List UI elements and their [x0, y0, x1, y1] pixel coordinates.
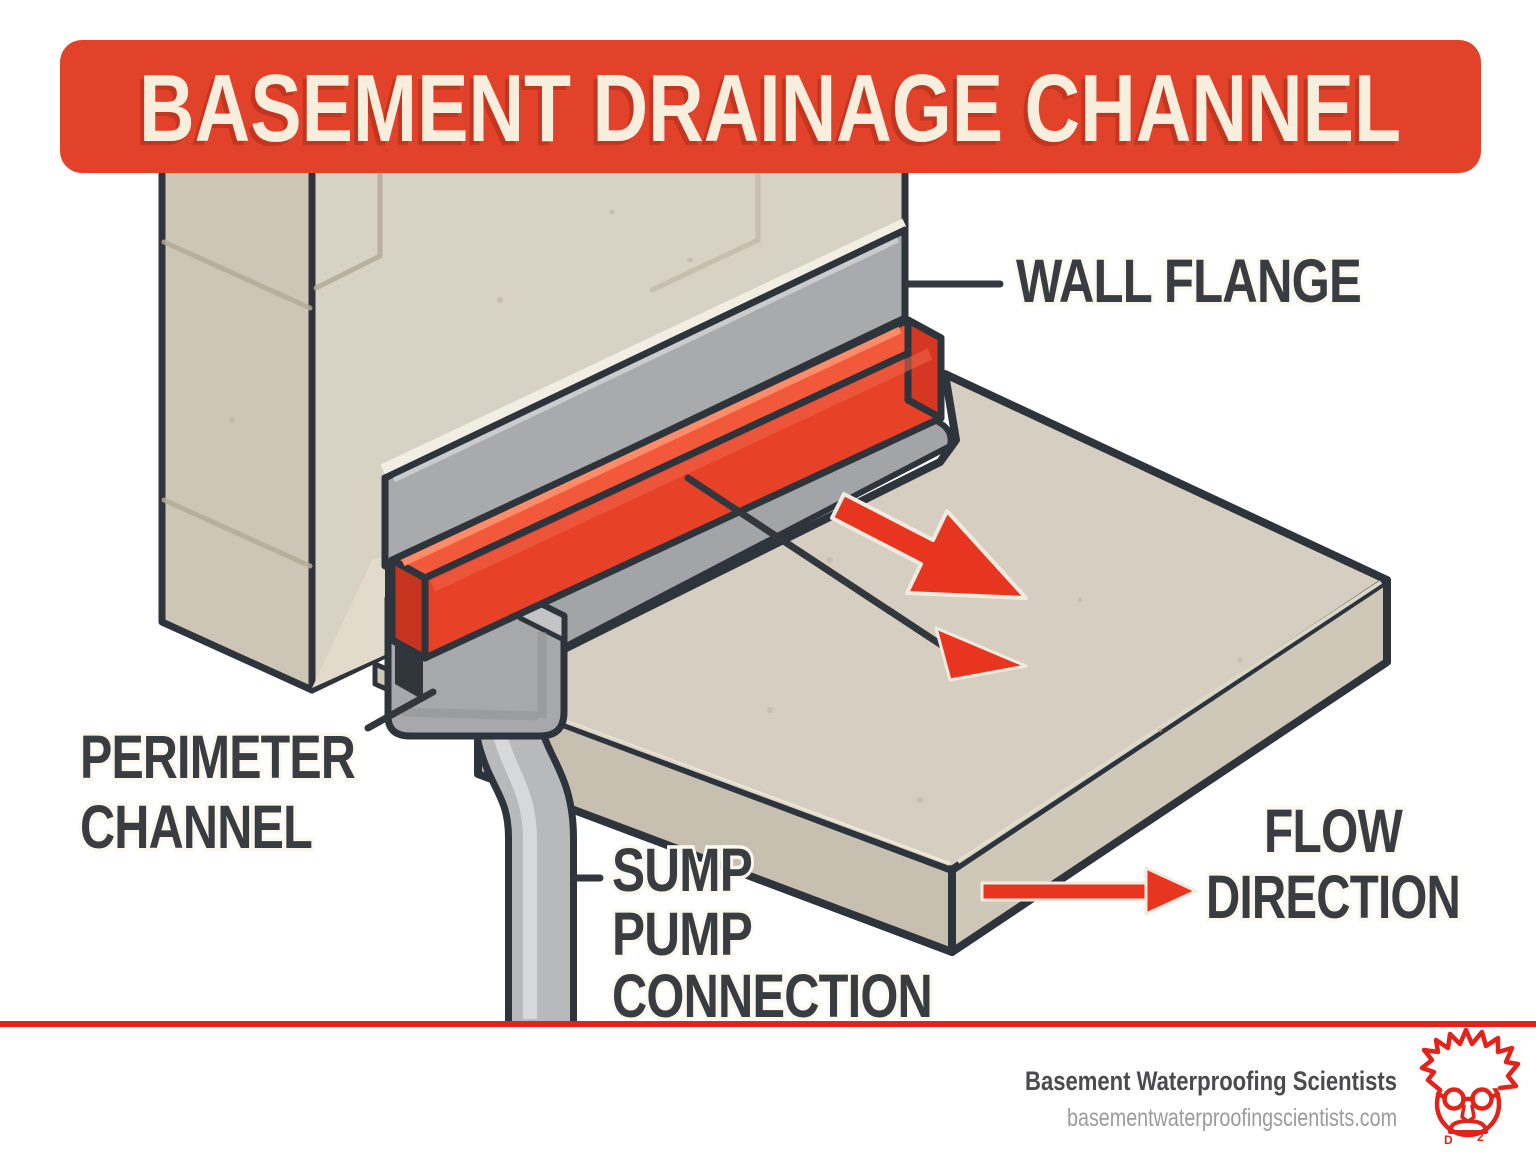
wall-cut-sliver [312, 556, 385, 688]
channel-top-highlight [401, 326, 902, 567]
slab-right-face [948, 576, 1391, 956]
label-sump-line1: SUMP [612, 836, 752, 904]
channel-front-highlight [430, 348, 933, 592]
wall-side-face [158, 164, 316, 694]
floor-slab [474, 370, 1391, 956]
channel-left-cap [388, 556, 429, 662]
flow-direction-arrow [980, 866, 1198, 916]
label-perimeter-line2: CHANNEL [80, 793, 312, 861]
scientist-logo-icon [1419, 1027, 1521, 1138]
leader-lines [364, 280, 1004, 882]
flow-arrow-small [934, 626, 1028, 682]
label-sump-line3: CONNECTION [612, 962, 932, 1030]
label-flow-line1: FLOW [1264, 797, 1403, 865]
footer-website: basementwaterproofingscientists.com [1067, 1104, 1397, 1132]
label-wall-flange: WALL FLANGE [1016, 247, 1361, 315]
logo-mark-left: D [1444, 1133, 1453, 1147]
title-shadow: BASEMENT DRAINAGE CHANNEL [135, 59, 1397, 166]
flow-indicators [684, 474, 1028, 682]
slab-speckles [767, 557, 1243, 803]
title-banner: BASEMENT DRAINAGE CHANNEL BASEMENT DRAIN… [60, 40, 1481, 173]
flow-leader-line [684, 474, 956, 656]
logo-mark-right: 2 [1477, 1130, 1484, 1144]
footer-divider [0, 1021, 1536, 1027]
channel-end-cap [904, 316, 945, 422]
flow-arrow-large [830, 492, 1028, 600]
footer: Basement Waterproofing Scientists baseme… [0, 1021, 1536, 1147]
label-sump-line2: PUMP [612, 900, 752, 968]
diagram-labels: WALL FLANGE PERIMETER CHANNEL SUMP PUMP … [77, 244, 1465, 1034]
page-title: BASEMENT DRAINAGE CHANNEL [139, 55, 1401, 162]
wall-mortar-lines [161, 171, 761, 569]
sump-pipe [470, 696, 577, 1021]
footer-company: Basement Waterproofing Scientists [1025, 1066, 1397, 1096]
drainage-channel [388, 316, 945, 662]
u-channel-shading [401, 632, 547, 721]
label-flow-line2: DIRECTION [1206, 863, 1460, 931]
leader-perimeter-channel [364, 688, 437, 732]
label-perimeter-line1: PERIMETER [80, 723, 355, 791]
